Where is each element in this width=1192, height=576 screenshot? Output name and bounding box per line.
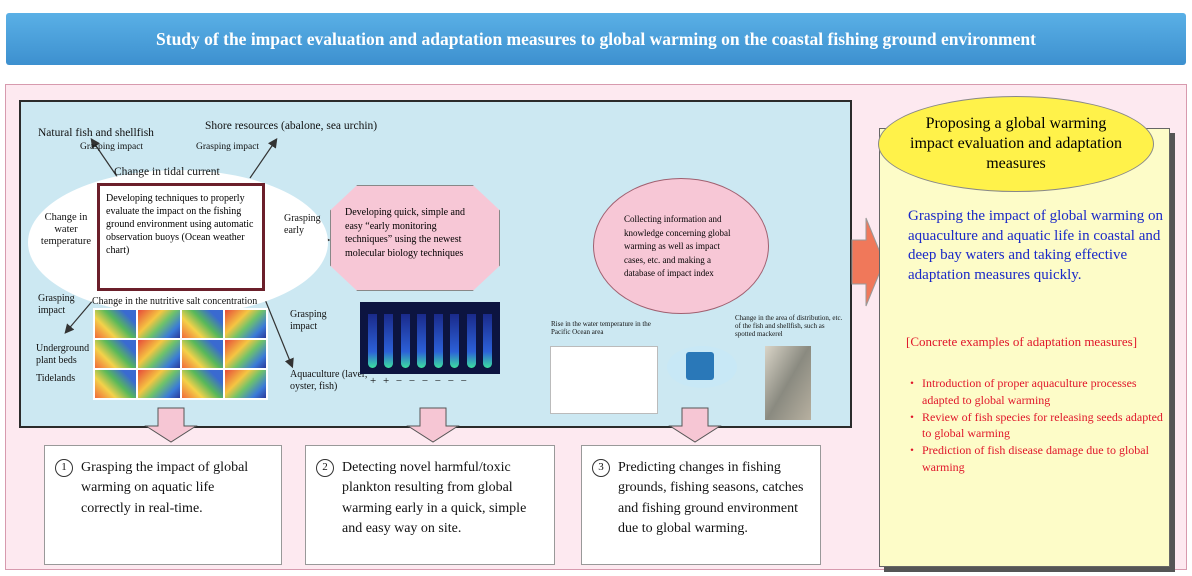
proposal-oval: Proposing a global warming impact evalua… [878,96,1154,192]
change-area-label: Change in the area of distribution, etc.… [735,314,843,339]
page-title: Study of the impact evaluation and adapt… [156,28,1036,49]
nutritive-salt-label: Change in the nutritive salt concentrati… [92,296,258,307]
list-item: ・Review of fish species for releasing se… [906,409,1166,443]
outcome-box-1: 1 Grasping the impact of global warming … [44,445,282,565]
underground-label: Underground plant beds [36,343,90,366]
list-item-text: Introduction of proper aquaculture proce… [922,376,1137,407]
outcome-text: Grasping the impact of global warming on… [81,460,249,516]
grasping-impact-summary: Grasping the impact of global warming on… [908,208,1163,283]
adaptation-examples-list: ・Introduction of proper aquaculture proc… [906,375,1166,476]
plankton-test-tubes [360,302,500,374]
number-badge: 1 [55,459,73,477]
tidal-current-label: Change in tidal current [114,166,220,178]
grasping-impact-label: Grasping impact [38,293,75,316]
down-arrow-1 [144,407,198,443]
bullet: ・ [906,409,919,424]
evaluation-techniques-box: Developing techniques to properly evalua… [97,183,265,291]
bullet: ・ [906,376,919,390]
grasping-impact-label: Grasping impact [196,142,260,152]
number-badge: 2 [316,459,334,477]
big-right-arrow [851,217,885,307]
tidelands-label: Tidelands [36,373,76,384]
buoy-icon [686,352,714,380]
grasping-impact-label: Grasping impact [290,309,327,332]
fish-photo [765,346,811,420]
outcome-box-2: 2 Detecting novel harmful/toxic plankton… [305,445,555,565]
aquaculture-label: Aquaculture (laver, oyster, fish) [290,369,368,392]
down-arrow-3 [668,407,722,443]
outcome-text: Detecting novel harmful/toxic plankton r… [342,460,527,536]
list-item: ・Prediction of fish disease damage due t… [906,442,1166,476]
database-oval: Collecting information and knowledge con… [593,178,769,314]
tube-marks-label: + + − − − − − − [370,375,469,387]
bullet: ・ [906,443,919,458]
list-item-text: Prediction of fish disease damage due to… [922,443,1149,474]
title-banner: Study of the impact evaluation and adapt… [6,13,1186,65]
rise-water-label: Rise in the water temperature in the Pac… [551,320,651,337]
adaptation-panel [879,128,1170,567]
water-temperature-label: Change in water temperature [40,212,92,248]
list-item-text: Review of fish species for releasing see… [922,409,1163,441]
monitoring-techniques-box: Developing quick, simple and easy “early… [330,185,500,291]
ocean-weather-charts [93,308,268,400]
outcome-box-3: 3 Predicting changes in fishing grounds,… [581,445,821,565]
grasping-impact-label: Grasping impact [80,142,144,152]
down-arrow-2 [406,407,460,443]
adaptation-examples-heading: [Concrete examples of adaptation measure… [906,334,1138,349]
outcome-text: Predicting changes in fishing grounds, f… [618,460,804,536]
number-badge: 3 [592,459,610,477]
temperature-chart-image [550,346,658,414]
natural-fish-label: Natural fish and shellfish [38,127,154,139]
grasping-early-label: Grasping early [284,213,321,236]
shore-resources-label: Shore resources (abalone, sea urchin) [205,120,378,132]
list-item: ・Introduction of proper aquaculture proc… [906,375,1166,409]
